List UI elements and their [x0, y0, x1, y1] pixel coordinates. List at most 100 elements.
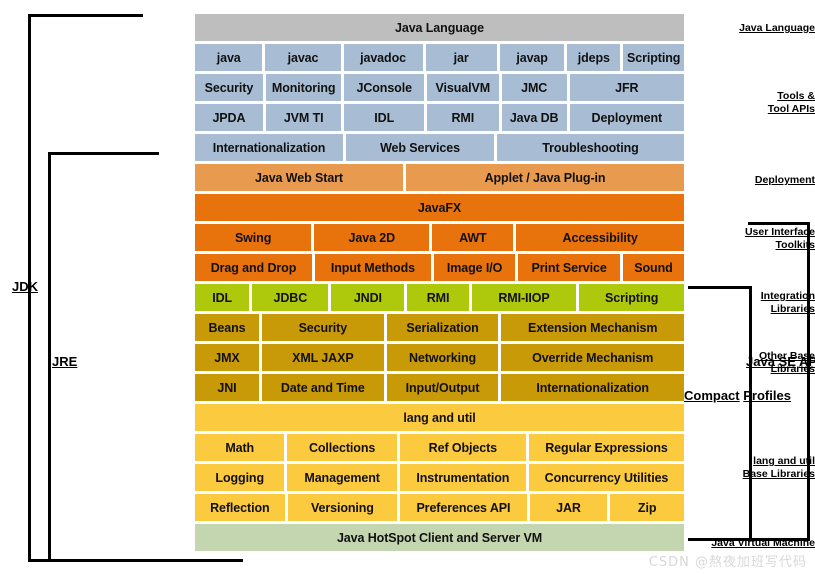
cell-ui-toolkits-row-2-2[interactable]: Image I/O	[433, 254, 516, 281]
cell-lang-util-base-row-3-0[interactable]: Reflection	[195, 494, 285, 521]
cell-other-base-row-2-0[interactable]: JMX	[195, 344, 259, 371]
cell-other-base-row-2-1[interactable]: XML JAXP	[261, 344, 384, 371]
cell-lang-util-base-row-2-0[interactable]: Logging	[195, 464, 285, 491]
cell-ui-toolkits-row-1-3[interactable]: Accessibility	[516, 224, 684, 251]
jdk-bracket-top	[28, 14, 143, 17]
cell-tools-row-3-0[interactable]: JPDA	[195, 104, 263, 131]
java-se-api-bracket	[748, 222, 810, 541]
band-java-language: Java Language	[195, 14, 684, 41]
cell-other-base-row-2-2[interactable]: Networking	[386, 344, 499, 371]
cell-integration-row-5[interactable]: Scripting	[579, 284, 684, 311]
cell-tools-row-2-5[interactable]: JFR	[569, 74, 684, 101]
cell-ui-toolkits-row-1-2[interactable]: AWT	[432, 224, 514, 251]
row-label-lang-util: lang and util Base Libraries	[665, 455, 815, 481]
cell-tools-row-1-6[interactable]: Scripting	[623, 44, 684, 71]
cell-lang-util-base-row-1-3[interactable]: Regular Expressions	[528, 434, 684, 461]
cell-other-base-row-3-1[interactable]: Date and Time	[261, 374, 384, 401]
cell-other-base-row-1-1[interactable]: Security	[261, 314, 384, 341]
row-label-lang-util-line1: lang and util	[753, 455, 815, 467]
cell-tools-row-4-2[interactable]: Troubleshooting	[497, 134, 684, 161]
cell-tools-row-1-1[interactable]: javac	[265, 44, 341, 71]
cell-tools-row-1-4[interactable]: javap	[499, 44, 565, 71]
cell-ui-toolkits-row-2-4[interactable]: Sound	[622, 254, 684, 281]
cell-integration-row-1[interactable]: JDBC	[252, 284, 329, 311]
cell-ui-toolkits-row-1-0[interactable]: Swing	[195, 224, 312, 251]
compact-profiles-label-line2: Profiles	[743, 388, 791, 403]
cell-ui-toolkits-row-2-0[interactable]: Drag and Drop	[195, 254, 312, 281]
cell-other-base-row-3-3[interactable]: Internationalization	[501, 374, 684, 401]
cell-tools-row-2-0[interactable]: Security	[195, 74, 263, 101]
row-label-integration-line1: Integration	[760, 290, 815, 302]
row-label-other-base-line1: Other Base	[758, 350, 815, 362]
compact-profiles-bracket-bottom	[688, 538, 752, 541]
cell-tools-row-1-5[interactable]: jdeps	[567, 44, 621, 71]
cell-tools-row-2-1[interactable]: Monitoring	[265, 74, 342, 101]
cell-lang-util-base-row-1-0[interactable]: Math	[195, 434, 285, 461]
cell-integration-row-3[interactable]: RMI	[407, 284, 469, 311]
cell-other-base-row-3-0[interactable]: JNI	[195, 374, 259, 401]
cell-lang-util-base-row-2-3[interactable]: Concurrency Utilities	[528, 464, 684, 491]
cell-tools-row-3-2[interactable]: IDL	[344, 104, 424, 131]
java-se-api-label-line2: API	[799, 354, 815, 369]
cell-ui-toolkits-row-2-1[interactable]: Input Methods	[314, 254, 431, 281]
jre-label: JRE	[52, 354, 78, 369]
cell-tools-row-4-0[interactable]: Internationalization	[195, 134, 343, 161]
cell-lang-util-base-row-3-2[interactable]: Preferences API	[400, 494, 527, 521]
row-label-other-base: Other Base Libraries	[665, 350, 815, 376]
cell-other-base-row-1-0[interactable]: Beans	[195, 314, 259, 341]
cell-integration-row-2[interactable]: JNDI	[331, 284, 405, 311]
cell-lang-util-base-row-3-4[interactable]: Zip	[610, 494, 684, 521]
cell-lang-util-row-0[interactable]: lang and util	[195, 404, 684, 431]
cell-deployment-row-0[interactable]: Java Web Start	[195, 164, 403, 191]
cell-lang-util-base-row-2-1[interactable]: Management	[287, 464, 397, 491]
row-label-integration-line2: Libraries	[770, 302, 815, 315]
cell-other-base-row-3-2[interactable]: Input/Output	[386, 374, 499, 401]
cell-javafx-row-0[interactable]: JavaFX	[195, 194, 684, 221]
band-jvm-row: Java HotSpot Client and Server VM	[195, 524, 684, 551]
cell-tools-row-2-4[interactable]: JMC	[501, 74, 567, 101]
cell-deployment-row-1[interactable]: Applet / Java Plug-in	[406, 164, 684, 191]
cell-lang-util-base-row-3-3[interactable]: JAR	[529, 494, 608, 521]
cell-jvm-row-0[interactable]: Java HotSpot Client and Server VM	[195, 524, 684, 551]
java-se-api-bracket-vline	[807, 222, 810, 541]
cell-ui-toolkits-row-1-1[interactable]: Java 2D	[314, 224, 430, 251]
row-label-jvm: Java Virtual Machine	[665, 537, 815, 550]
cell-tools-row-2-2[interactable]: JConsole	[344, 74, 424, 101]
cell-other-base-row-1-3[interactable]: Extension Mechanism	[501, 314, 684, 341]
cell-tools-row-1-3[interactable]: jar	[425, 44, 497, 71]
cell-ui-toolkits-row-2-3[interactable]: Print Service	[518, 254, 620, 281]
jre-bracket	[48, 152, 159, 562]
compact-profiles-bracket	[688, 286, 752, 541]
java-se-api-label: Java SE API	[746, 354, 815, 370]
row-label-lang-util-line2: Base Libraries	[742, 467, 815, 480]
cell-tools-row-3-4[interactable]: Java DB	[501, 104, 567, 131]
cell-java-language-0[interactable]: Java Language	[195, 14, 684, 41]
cell-tools-row-1-2[interactable]: javadoc	[343, 44, 423, 71]
cell-integration-row-4[interactable]: RMI-IIOP	[471, 284, 577, 311]
cell-other-base-row-2-3[interactable]: Override Mechanism	[501, 344, 684, 371]
cell-tools-row-2-3[interactable]: VisualVM	[426, 74, 499, 101]
row-label-java-language-line1: Java Language	[739, 22, 815, 34]
row-label-tools: Tools & Tool APIs	[665, 90, 815, 116]
cell-lang-util-base-row-1-1[interactable]: Collections	[287, 434, 397, 461]
cell-tools-row-3-3[interactable]: RMI	[426, 104, 499, 131]
cell-tools-row-1-0[interactable]: java	[195, 44, 263, 71]
cell-tools-row-3-1[interactable]: JVM TI	[265, 104, 342, 131]
cell-other-base-row-1-2[interactable]: Serialization	[386, 314, 499, 341]
cell-lang-util-base-row-3-1[interactable]: Versioning	[287, 494, 398, 521]
cell-lang-util-base-row-2-2[interactable]: Instrumentation	[399, 464, 526, 491]
row-label-ui-toolkits-line2: Toolkits	[775, 238, 815, 251]
row-label-tools-line2: Tool APIs	[767, 102, 815, 115]
compact-profiles-bracket-top	[688, 286, 752, 289]
cell-integration-row-0[interactable]: IDL	[195, 284, 250, 311]
cell-lang-util-base-row-1-2[interactable]: Ref Objects	[399, 434, 526, 461]
row-label-jvm-line1: Java Virtual Machine	[711, 537, 815, 549]
jre-bracket-top	[48, 152, 159, 155]
cell-tools-row-4-1[interactable]: Web Services	[346, 134, 494, 161]
cell-tools-row-3-5[interactable]: Deployment	[569, 104, 684, 131]
